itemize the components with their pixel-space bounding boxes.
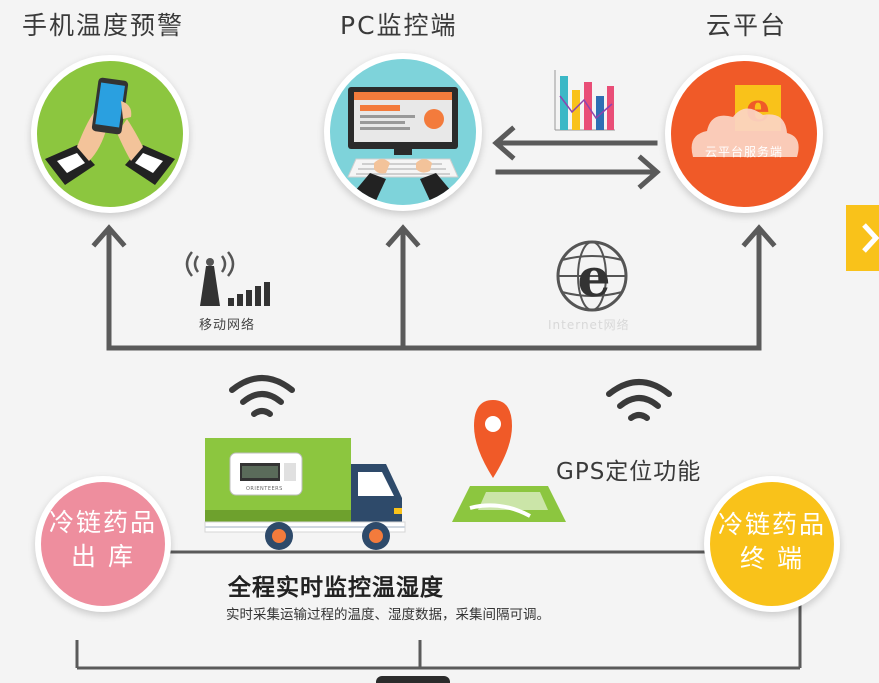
cold-chain-terminal-node: 冷链药品 终 端 <box>704 476 840 612</box>
wifi-icon-right <box>606 379 672 421</box>
cloud-platform-node: e 云平台服务端 <box>665 55 823 213</box>
pc-monitor-node <box>324 53 482 211</box>
cloud-platform-title: 云平台 <box>706 11 788 40</box>
wifi-icon-left <box>229 375 295 417</box>
bottom-edge-decoration <box>376 676 450 683</box>
monitoring-title: 全程实时监控温湿度 <box>228 575 444 601</box>
cloud-server-label: 云平台服务端 <box>704 145 783 159</box>
internet-network-label: Internet网络 <box>548 318 630 332</box>
phone-alert-title: 手机温度预警 <box>22 11 185 40</box>
pc-monitor-title: PC监控端 <box>340 11 458 40</box>
phone-alert-node <box>31 55 189 213</box>
svg-text:e: e <box>577 248 610 309</box>
hands-phone-icon <box>45 77 175 185</box>
terminal-line1: 冷链药品 <box>717 510 826 539</box>
computer-monitor-icon <box>347 87 459 205</box>
origin-line1: 冷链药品 <box>48 508 157 537</box>
monitoring-subtitle: 实时采集运输过程的温度、湿度数据，采集间隔可调。 <box>226 607 550 623</box>
chevron-right-icon <box>862 223 879 253</box>
origin-line2: 出 库 <box>71 542 135 571</box>
mobile-network-label: 移动网络 <box>199 318 256 333</box>
cold-chain-origin-node: 冷链药品 出 库 <box>35 476 171 612</box>
gps-function-label: GPS定位功能 <box>556 459 702 485</box>
terminal-line2: 终 端 <box>740 544 804 573</box>
side-tab-decoration <box>846 205 879 271</box>
logger-brand-label: ORIENTEERS <box>246 486 283 492</box>
cloud-server-icon: e <box>691 85 799 157</box>
